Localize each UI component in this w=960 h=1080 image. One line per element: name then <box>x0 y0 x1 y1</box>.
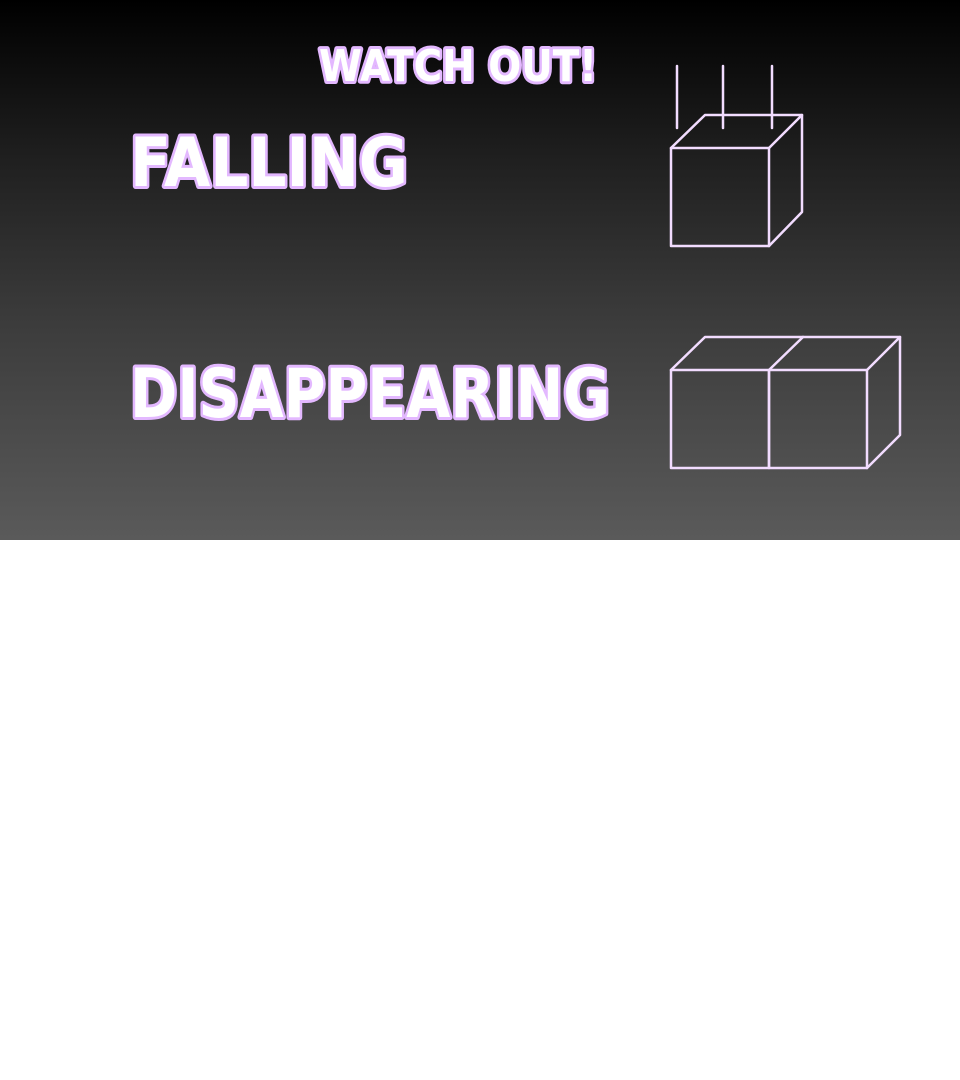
cube-right-front-face <box>767 368 869 470</box>
cube-side-face <box>767 113 804 248</box>
disappearing-label-group: DISAPPEARING <box>127 352 613 437</box>
disappearing-blocks-icon <box>669 335 902 470</box>
heading-outline: WATCH OUT! <box>319 41 597 92</box>
falling-label: FALLING <box>130 124 408 203</box>
falling-label-group: FALLING <box>127 121 411 206</box>
cube-front-face <box>669 146 771 248</box>
disappearing-label: DISAPPEARING <box>130 355 610 434</box>
falling-block-icon <box>669 64 804 248</box>
cubes-side-face <box>865 335 902 470</box>
cubes-top-divider <box>767 335 805 372</box>
hazard-banner: WATCH OUT! FALLING DISAPPEARING <box>0 0 960 540</box>
heading-group: WATCH OUT! <box>316 38 600 95</box>
cube-left-front-face <box>669 368 771 470</box>
blank-area <box>0 540 960 1080</box>
cube-top-face <box>669 113 804 150</box>
hazard-banner-art: WATCH OUT! FALLING DISAPPEARING <box>127 38 902 470</box>
